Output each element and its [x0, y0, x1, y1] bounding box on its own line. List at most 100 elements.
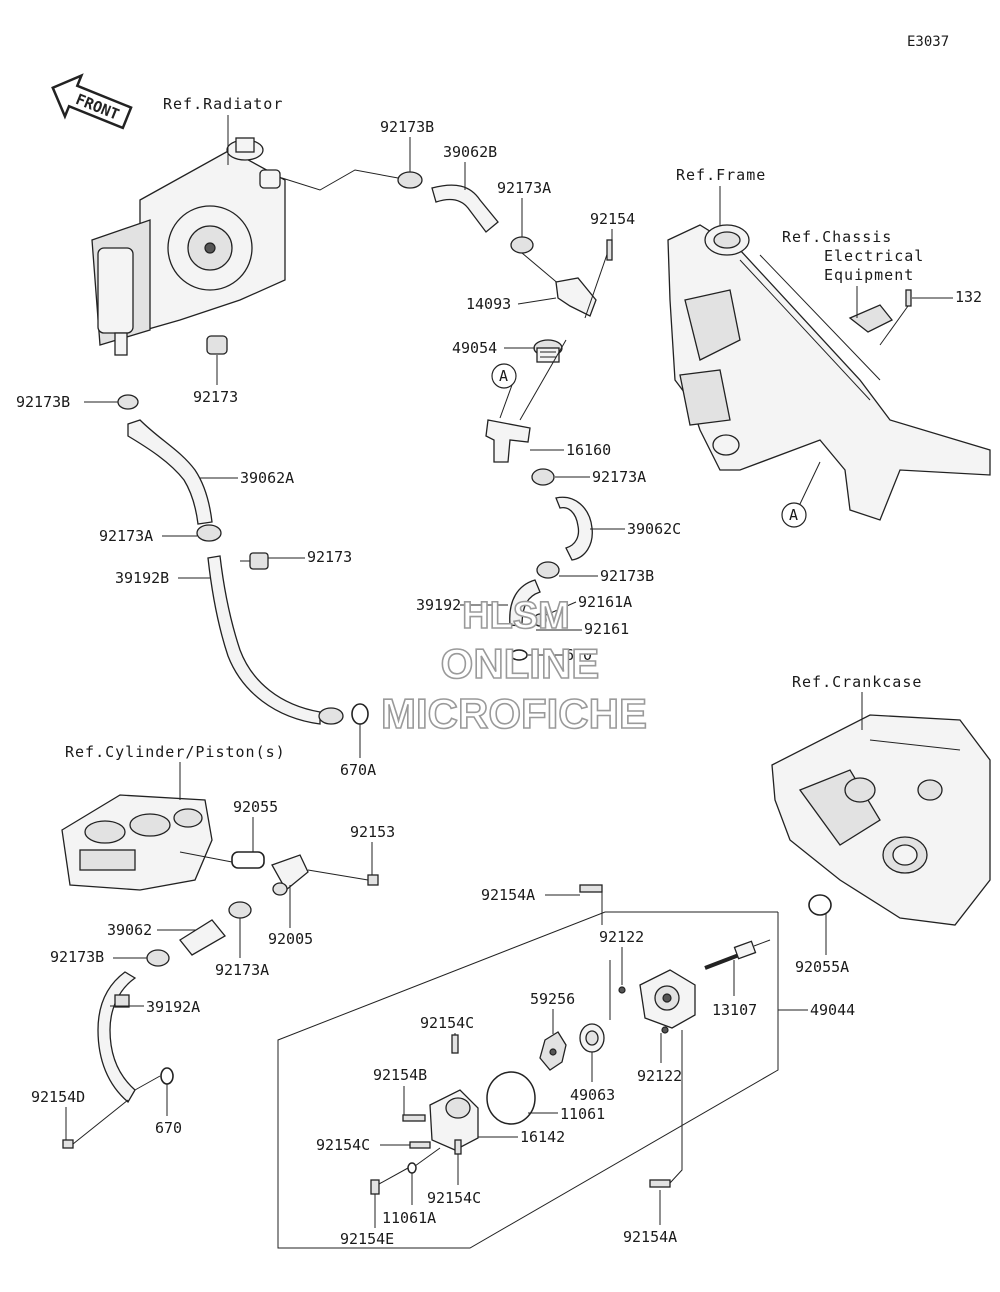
thermostat-cover-14093: [555, 277, 597, 317]
label-670: 670: [565, 646, 592, 664]
bolt-92154C-top: [451, 1034, 459, 1054]
label-92055A: 92055A: [795, 958, 849, 976]
pin-92122-bot: [661, 1026, 669, 1034]
label-92154A-bot: 92154A: [623, 1228, 677, 1246]
thermostat-49054: [533, 339, 563, 363]
ref-chassis-2: Electrical: [824, 247, 924, 265]
label-39062A: 39062A: [240, 469, 294, 487]
thermostat-housing-16160: [485, 419, 531, 463]
label-92122-top: 92122: [599, 928, 644, 946]
gasket-92055: [231, 851, 265, 869]
watermark-line1: HLSM: [462, 595, 570, 637]
label-92173A-mid: 92173A: [592, 468, 646, 486]
radiator-drawing: [91, 137, 286, 356]
pipe-39192A: [97, 971, 137, 1103]
crankcase-drawing: [771, 714, 991, 926]
label-92154B: 92154B: [373, 1066, 427, 1084]
ref-cylinder: Ref.Cylinder/Piston(s): [65, 743, 286, 761]
label-670-bot: 670: [155, 1119, 182, 1137]
callout-a-lower: [781, 502, 807, 528]
label-92122-bot: 92122: [637, 1067, 682, 1085]
ref-frame: Ref.Frame: [676, 166, 766, 184]
impeller-59256: [539, 1031, 567, 1071]
label-39062: 39062: [107, 921, 152, 939]
pipe-39192: [509, 579, 541, 627]
temp-sensor-92173: [240, 552, 269, 570]
watermark-line2: ONLINE: [441, 640, 600, 687]
label-92173-sensor: 92173: [307, 548, 352, 566]
bolt-92154E: [370, 1179, 380, 1195]
hose-39062A: [127, 419, 213, 525]
label-92173A-top: 92173A: [497, 179, 551, 197]
label-92161: 92161: [584, 620, 629, 638]
label-59256: 59256: [530, 990, 575, 1008]
label-92153: 92153: [350, 823, 395, 841]
pump-body-49044: [639, 969, 696, 1029]
hose-clamp-92173B-bot: [146, 949, 170, 967]
ref-crankcase: Ref.Crankcase: [792, 673, 922, 691]
o-ring-670A: [351, 703, 369, 725]
diagram-code: E3037: [907, 34, 949, 50]
hose-39062: [179, 919, 226, 956]
callout-a-lower-text: A: [789, 506, 798, 524]
bolt-92154C-bot: [454, 1139, 462, 1155]
label-92154A-top: 92154A: [481, 886, 535, 904]
label-39192A: 39192A: [146, 998, 200, 1016]
label-49044: 49044: [810, 1001, 855, 1019]
bolt-92154C-left: [409, 1141, 431, 1149]
cylinder-drawing: [61, 794, 213, 891]
bolt-92153: [367, 874, 379, 886]
watermark-line3: MICROFICHE: [381, 690, 647, 737]
callout-a-upper-text: A: [499, 367, 508, 385]
label-92154C-bot: 92154C: [427, 1189, 481, 1207]
callout-a-upper: [491, 363, 517, 389]
pump-shaft-13107: [704, 939, 771, 970]
label-39192B: 39192B: [115, 569, 169, 587]
label-11061A: 11061A: [382, 1209, 436, 1227]
pipe-39192B: [207, 555, 321, 725]
label-670A: 670A: [340, 761, 376, 779]
label-92173B-mid: 92173B: [600, 567, 654, 585]
hose-39062C: [555, 496, 593, 561]
label-92161A: 92161A: [578, 593, 632, 611]
front-arrow-icon: FRONT: [51, 73, 133, 130]
label-14093: 14093: [466, 295, 511, 313]
label-92154D: 92154D: [31, 1088, 85, 1106]
o-ring-92055A: [808, 894, 832, 916]
label-49063: 49063: [570, 1086, 615, 1104]
ref-chassis-3: Equipment: [824, 266, 914, 284]
bolt-92154D: [62, 1139, 74, 1149]
label-92173A-left: 92173A: [99, 527, 153, 545]
ref-radiator: Ref.Radiator: [163, 95, 283, 113]
bolt-92154A-bot: [649, 1179, 671, 1188]
hose-clamp-92173A-mid: [531, 468, 555, 486]
label-92173-rad: 92173: [193, 388, 238, 406]
ref-chassis-1: Ref.Chassis: [782, 228, 892, 246]
label-92173B-top: 92173B: [380, 118, 434, 136]
label-16160: 16160: [566, 441, 611, 459]
label-11061: 11061: [560, 1105, 605, 1123]
label-49054: 49054: [452, 339, 497, 357]
label-92055: 92055: [233, 798, 278, 816]
label-39062C: 39062C: [627, 520, 681, 538]
label-132: 132: [955, 288, 982, 306]
label-92173A-bot: 92173A: [215, 961, 269, 979]
o-ring-670: [510, 649, 528, 661]
hose-clamp-92173A-bot: [228, 901, 252, 919]
label-92173B-left: 92173B: [16, 393, 70, 411]
hose-clamp-92173B-mid: [536, 561, 560, 579]
label-92154E: 92154E: [340, 1230, 394, 1248]
bolt-92154-top: [606, 239, 613, 261]
o-ring-670-bot: [160, 1067, 174, 1085]
label-92173B-bot: 92173B: [50, 948, 104, 966]
pin-92122-top: [618, 986, 626, 994]
hose-clamp-92173A-left: [196, 524, 222, 542]
hose-clamp-92173B-left: [117, 394, 139, 410]
label-92154C-top: 92154C: [420, 1014, 474, 1032]
label-92154C-left: 92154C: [316, 1136, 370, 1154]
pump-cover-16142: [429, 1089, 479, 1151]
bolt-92154B: [402, 1114, 426, 1122]
label-92005: 92005: [268, 930, 313, 948]
label-13107: 13107: [712, 1001, 757, 1019]
